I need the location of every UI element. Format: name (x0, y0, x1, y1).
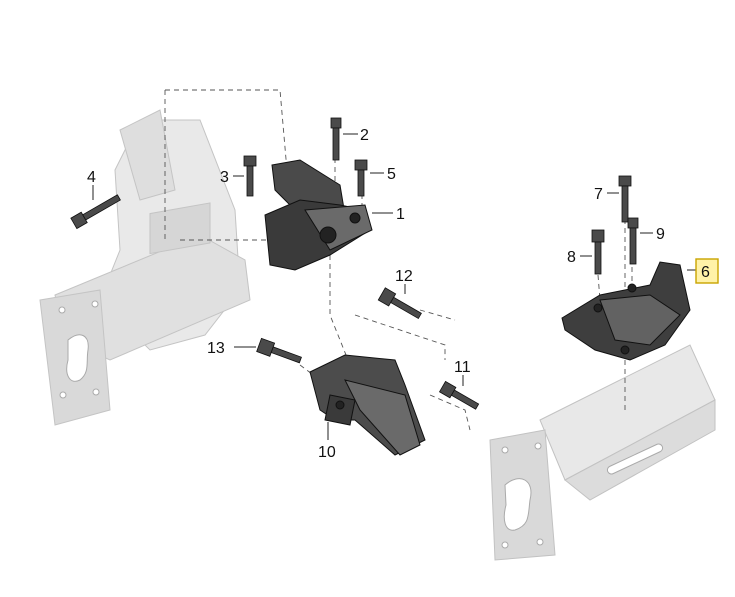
bolt-4 (70, 194, 121, 230)
leader-lines (92, 133, 697, 440)
left-body-structure (39, 109, 251, 426)
callout-7: 7 (594, 186, 603, 203)
right-frame-holes (501, 442, 664, 549)
right-frame-rail (489, 344, 716, 561)
callout-3: 3 (220, 169, 229, 186)
callout-10: 10 (318, 444, 336, 461)
callout-9: 9 (656, 226, 665, 243)
bolt-2 (330, 117, 342, 161)
bolt-12 (377, 287, 422, 320)
bolt-9 (627, 217, 639, 265)
gearbox-mount-part (561, 261, 691, 361)
bolt-5 (354, 159, 368, 197)
callout-13: 13 (207, 340, 225, 357)
bolt-8 (591, 229, 605, 275)
bolt-11 (438, 380, 480, 410)
callout-2: 2 (360, 127, 369, 144)
callout-6-highlight (695, 258, 719, 284)
bolt-13 (256, 337, 302, 364)
transmission-bracket-part (309, 354, 426, 456)
callout-12: 12 (395, 268, 413, 285)
callout-1: 1 (396, 206, 405, 223)
callout-8: 8 (567, 249, 576, 266)
callout-6: 6 (701, 264, 710, 281)
engine-mount-part (264, 159, 373, 271)
bolt-3 (243, 155, 257, 197)
callout-4: 4 (87, 169, 96, 186)
callout-11: 11 (454, 359, 471, 376)
callout-5: 5 (387, 166, 396, 183)
bolts (70, 117, 639, 410)
bolt-7 (618, 175, 632, 223)
left-frame-holes (58, 300, 100, 399)
